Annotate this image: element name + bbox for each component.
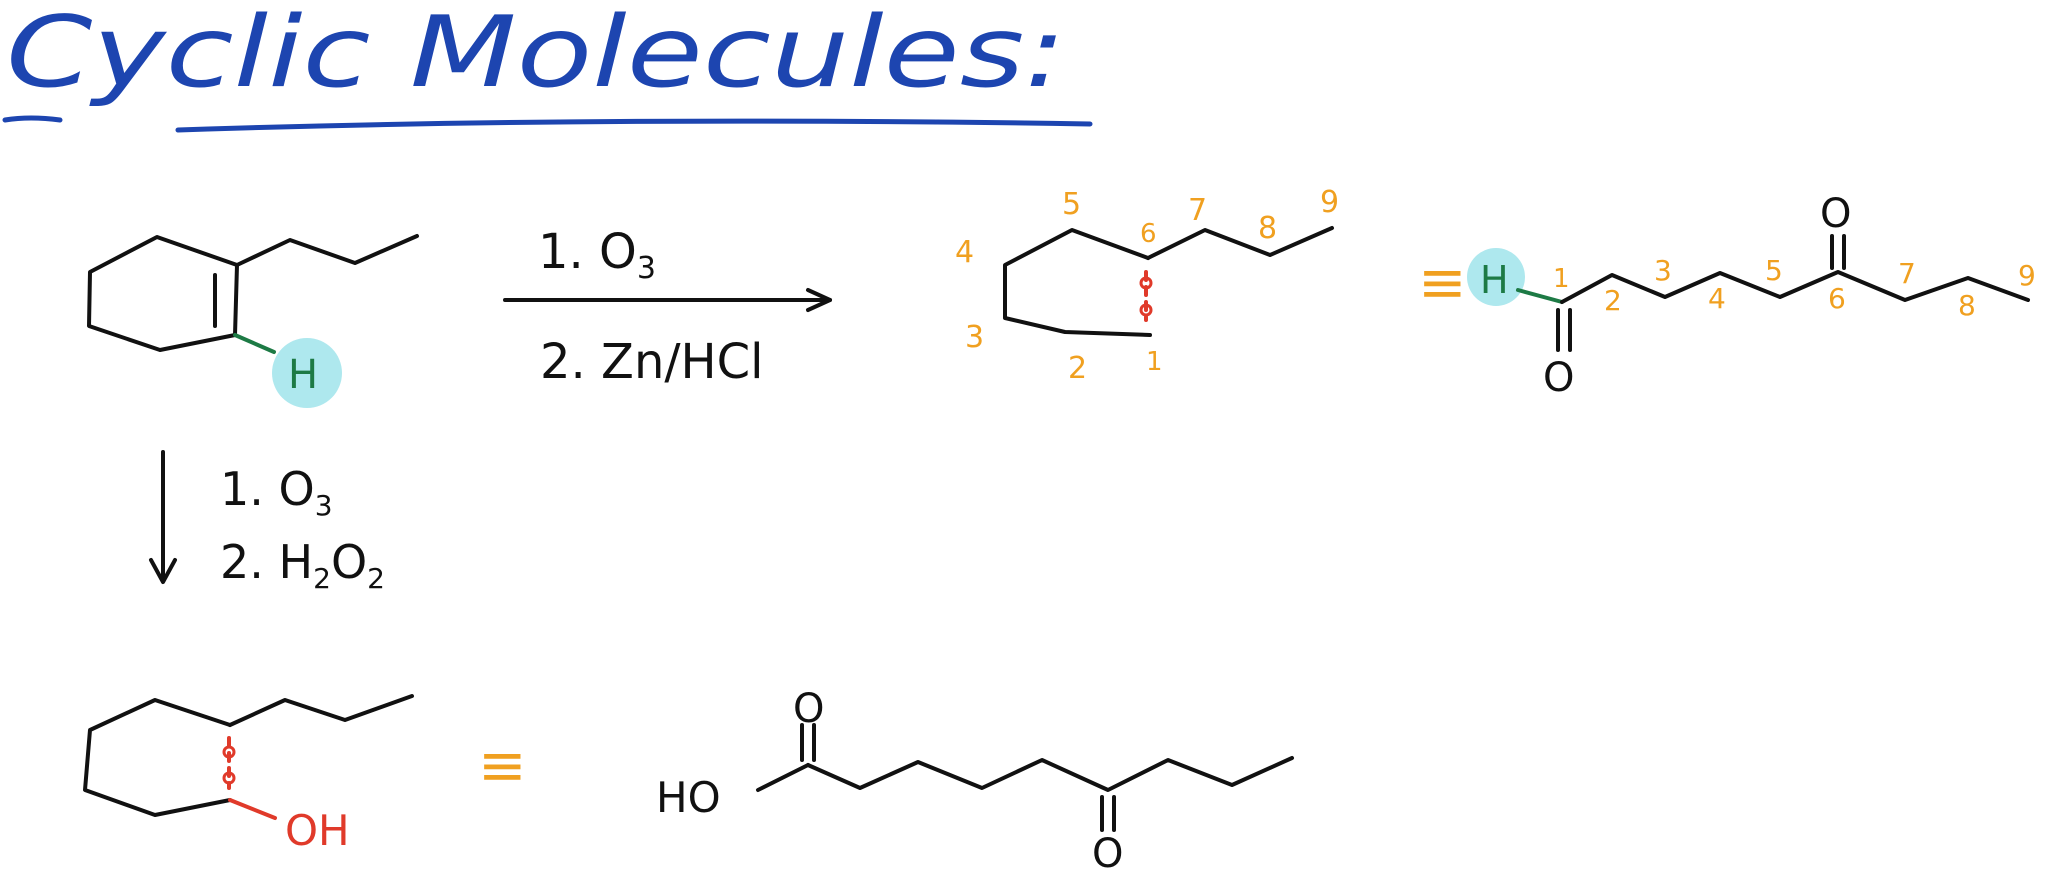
keto-aldehyde-chain: H O O 1 2 3 4 5 6 7 8 9 [1467, 191, 2036, 401]
chain-num-5: 5 [1765, 254, 1783, 287]
cleave-oxygen-lower [222, 771, 236, 785]
hydrogen-highlight [272, 338, 342, 408]
reaction-arrow-down: 1. O3 2. H2O2 [149, 450, 385, 595]
chain-num-7: 7 [1898, 257, 1916, 290]
hydroxyl-label: OH [285, 806, 350, 855]
ketone-oxygen-top: O [1820, 191, 1851, 237]
chain-num-3: 3 [1654, 254, 1672, 287]
aldehyde-h-label: H [1480, 258, 1509, 302]
chain-num-6: 6 [1828, 282, 1846, 315]
acid-carbonyl-oxygen: O [793, 686, 824, 732]
ring-num-2: 2 [1068, 351, 1087, 386]
equivalence-bottom: ≡ [478, 731, 527, 799]
title-underline-1 [2, 115, 63, 123]
title-underline-2 [175, 118, 1093, 133]
starting-alkene: H [87, 234, 419, 408]
reagent-top-step1: 1. O3 [538, 224, 656, 286]
cleaved-ring-numbered: 5 6 7 8 9 4 3 2 1 [955, 185, 1339, 386]
chain-num-2: 2 [1604, 284, 1622, 317]
chain-num-9: 9 [2018, 259, 2036, 292]
ring-num-7: 7 [1188, 193, 1207, 228]
cleave-oxygen-upper [222, 745, 236, 759]
ring-num-4: 4 [955, 235, 974, 270]
ring-num-1: 1 [1146, 347, 1163, 377]
ring-num-3: 3 [965, 320, 984, 355]
page-title: Cyclic Molecules: [6, 0, 1066, 110]
keto-acid-chain: HO O O [656, 686, 1294, 877]
reagent-top-step2: 2. Zn/HCl [540, 334, 763, 390]
ring-num-5: 5 [1062, 187, 1081, 222]
aldehyde-oxygen: O [1543, 355, 1574, 401]
cleaved-ring-oxidative: OH [83, 694, 414, 855]
ring-num-8: 8 [1258, 211, 1277, 246]
acid-head-label: HO [656, 773, 721, 822]
aldehyde-h-highlight [1467, 248, 1525, 306]
ring-num-9: 9 [1320, 185, 1339, 220]
reaction-arrow-top: 1. O3 2. Zn/HCl [503, 224, 832, 390]
ring-num-6: 6 [1140, 219, 1157, 249]
reagent-down-step1: 1. O3 [220, 462, 333, 522]
hydrogen-label: H [288, 352, 318, 398]
chain-num-8: 8 [1958, 289, 1976, 322]
cleave-oxygen-top [1139, 276, 1153, 290]
ketone-oxygen-bottom: O [1092, 831, 1123, 873]
chain-num-4: 4 [1708, 282, 1726, 315]
reagent-down-step2: 2. H2O2 [220, 535, 385, 595]
cleave-oxygen-bottom [1139, 303, 1153, 317]
chain-num-1: 1 [1553, 264, 1570, 294]
equivalence-top: ≡ [1418, 248, 1467, 316]
